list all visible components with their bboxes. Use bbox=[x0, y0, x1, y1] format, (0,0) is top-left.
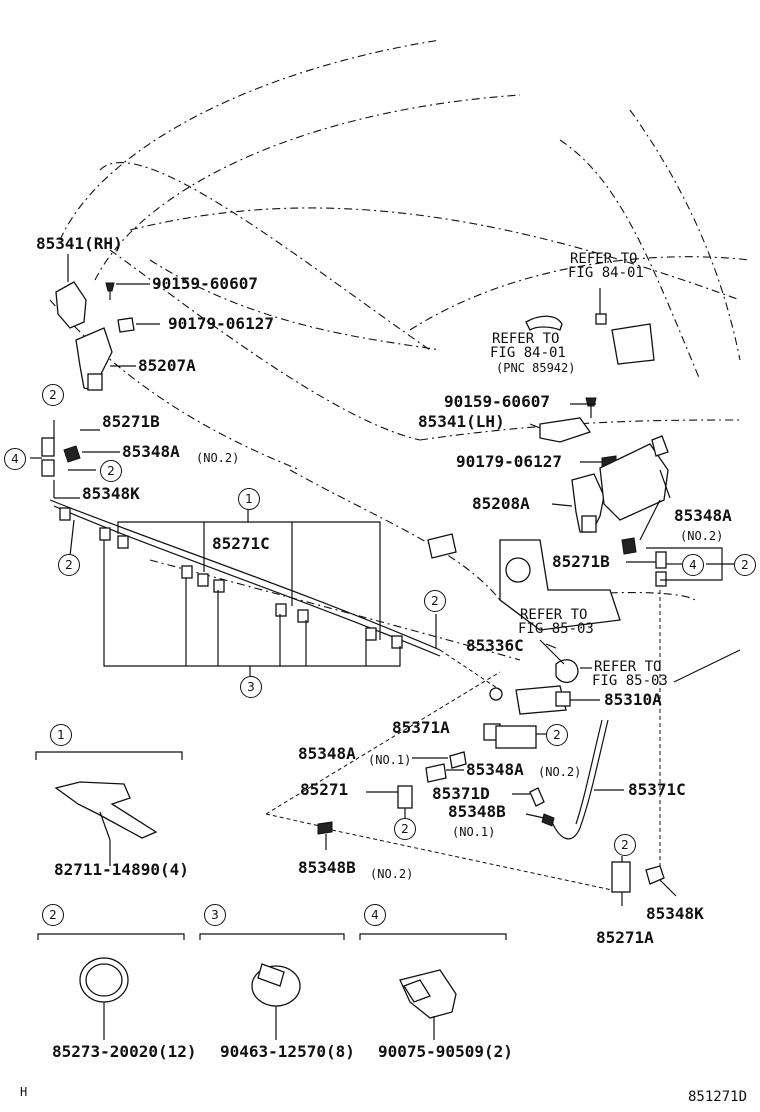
legend-part-1[interactable]: 82711-14890(4) bbox=[54, 860, 189, 879]
note-refer-top: REFER TO bbox=[570, 251, 638, 267]
corner-mark: H bbox=[20, 1085, 28, 1099]
callout-valve-a-left-tag: (NO.2) bbox=[196, 451, 240, 465]
callout-hose-d[interactable]: 85371D bbox=[432, 784, 490, 803]
callout-valve-a-no2[interactable]: 85348A bbox=[466, 760, 524, 779]
ref-marker[interactable]: 2 bbox=[614, 834, 636, 856]
ref-marker[interactable]: 4 bbox=[682, 554, 704, 576]
ref-marker[interactable]: 3 bbox=[240, 676, 262, 698]
callout-tube-main[interactable]: 85271 bbox=[300, 780, 349, 799]
ref-marker[interactable]: 2 bbox=[58, 554, 80, 576]
note-refer-mid-pnc: (PNC 85942) bbox=[496, 361, 576, 375]
callout-cylinder-rh[interactable]: 85207A bbox=[138, 356, 196, 375]
legend-ref-4: 4 bbox=[364, 904, 386, 926]
ref-marker[interactable]: 1 bbox=[238, 488, 260, 510]
callout-valve-a-left[interactable]: 85348A bbox=[122, 442, 180, 461]
callout-nut-rh[interactable]: 90179-06127 bbox=[168, 314, 274, 333]
callout-valve-a-no2-tag: (NO.2) bbox=[538, 765, 582, 779]
callout-nozzle-lh[interactable]: 85341(LH) bbox=[418, 412, 505, 431]
callout-valve-b-no2-tag: (NO.2) bbox=[370, 867, 414, 881]
callout-nozzle-rh[interactable]: 85341(RH) bbox=[36, 234, 123, 253]
note-refer-low2: REFER TO bbox=[594, 659, 662, 675]
ref-marker[interactable]: 2 bbox=[42, 384, 64, 406]
note-refer-low-fig[interactable]: FIG 85-03 bbox=[518, 621, 594, 637]
callout-joint-k-left[interactable]: 85348K bbox=[82, 484, 140, 503]
callout-valve-a-no1[interactable]: 85348A bbox=[298, 744, 356, 763]
drawing-id: 851271D bbox=[688, 1089, 748, 1105]
callout-pump[interactable]: 85310A bbox=[604, 690, 662, 709]
callout-tube-b-right[interactable]: 85271B bbox=[552, 552, 610, 571]
legend-ref-2: 2 bbox=[42, 904, 64, 926]
callout-hose-c[interactable]: 85371C bbox=[628, 780, 686, 799]
callout-valve-b-no2[interactable]: 85348B bbox=[298, 858, 356, 877]
ref-marker[interactable]: 2 bbox=[100, 460, 122, 482]
callout-bolt-rh[interactable]: 90159-60607 bbox=[152, 274, 258, 293]
note-refer-low2-fig[interactable]: FIG 85-03 bbox=[592, 673, 668, 689]
note-refer-mid: REFER TO bbox=[492, 331, 560, 347]
ref-marker[interactable]: 4 bbox=[4, 448, 26, 470]
legend-part-3[interactable]: 90463-12570(8) bbox=[220, 1042, 355, 1061]
callout-grommet[interactable]: 85336C bbox=[466, 636, 524, 655]
callout-hose-main[interactable]: 85271C bbox=[212, 534, 270, 553]
callout-valve-a-no1-tag: (NO.1) bbox=[368, 753, 412, 767]
note-refer-low: REFER TO bbox=[520, 607, 588, 623]
callout-valve-b-no1-tag: (NO.1) bbox=[452, 825, 496, 839]
callout-hose-a[interactable]: 85371A bbox=[392, 718, 450, 737]
note-refer-mid-fig[interactable]: FIG 84-01 bbox=[490, 345, 566, 361]
ref-marker[interactable]: 2 bbox=[734, 554, 756, 576]
ref-marker[interactable]: 2 bbox=[546, 724, 568, 746]
legend-ref-1: 1 bbox=[50, 724, 72, 746]
callout-valve-b-no1[interactable]: 85348B bbox=[448, 802, 506, 821]
callout-nut-lh[interactable]: 90179-06127 bbox=[456, 452, 562, 471]
legend-part-4[interactable]: 90075-90509(2) bbox=[378, 1042, 513, 1061]
legend-part-2[interactable]: 85273-20020(12) bbox=[52, 1042, 197, 1061]
ref-marker[interactable]: 2 bbox=[424, 590, 446, 612]
callout-joint-k-right[interactable]: 85348K bbox=[646, 904, 704, 923]
ref-marker[interactable]: 2 bbox=[394, 818, 416, 840]
note-refer-top-fig[interactable]: FIG 84-01 bbox=[568, 265, 644, 281]
callout-tube-a[interactable]: 85271A bbox=[596, 928, 654, 947]
callout-valve-a-right[interactable]: 85348A bbox=[674, 506, 732, 525]
callout-valve-a-right-tag: (NO.2) bbox=[680, 529, 724, 543]
legend-ref-3: 3 bbox=[204, 904, 226, 926]
callout-cylinder-lh[interactable]: 85208A bbox=[472, 494, 530, 513]
callout-tube-b-left[interactable]: 85271B bbox=[102, 412, 160, 431]
callout-bolt-lh[interactable]: 90159-60607 bbox=[444, 392, 550, 411]
